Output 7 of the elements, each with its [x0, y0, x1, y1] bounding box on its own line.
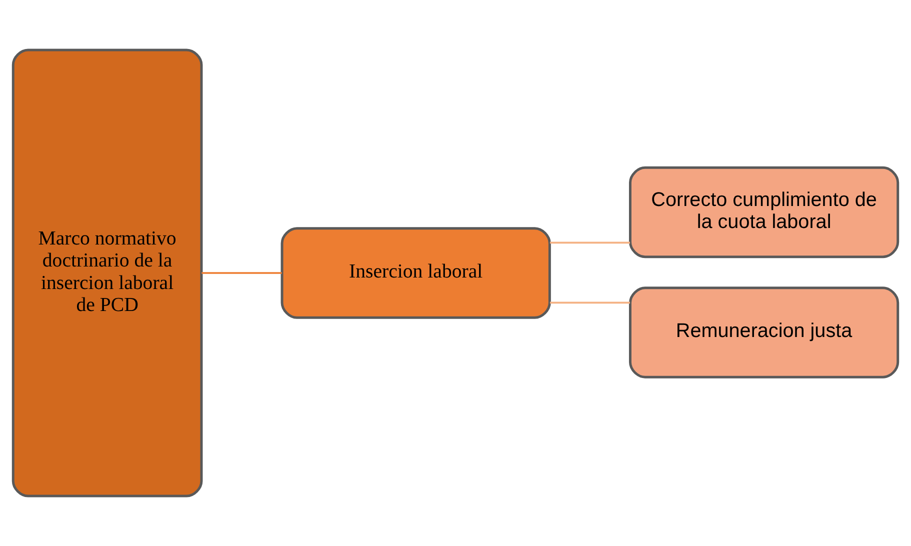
- node-box: Correcto cumplimiento de la cuota laboral: [628, 166, 900, 258]
- node-box: Insercion laboral: [280, 227, 551, 319]
- connector: [550, 242, 630, 244]
- connector: [202, 272, 282, 274]
- node-box: Remuneracion justa: [628, 286, 900, 378]
- node-box: Marco normativo doctrinario de la insercion laboral de PCD: [12, 48, 203, 498]
- connector: [550, 302, 630, 304]
